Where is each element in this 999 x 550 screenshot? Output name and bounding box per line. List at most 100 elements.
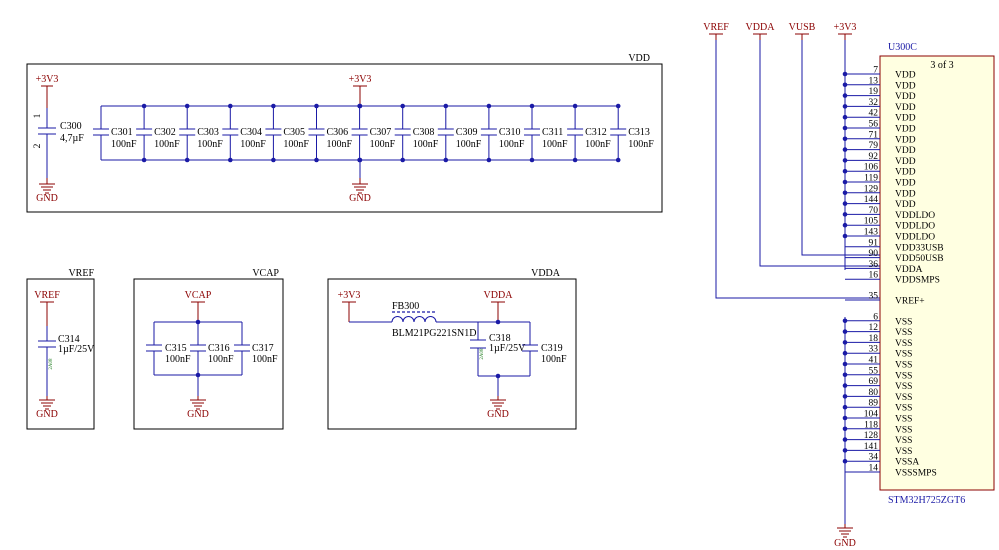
c317-ref: C317 (252, 343, 274, 354)
c314-capacitor: 2A08 C314 1µF/25V (38, 326, 95, 396)
rail-junction (842, 233, 848, 239)
p3v3-junction (357, 103, 363, 109)
pin-number: 41 (869, 356, 879, 366)
cap-ref: C306 (327, 127, 349, 138)
pin-number: 105 (864, 217, 879, 227)
pin-name: VDD50USB (895, 254, 944, 264)
cap-value: 100nF (111, 139, 137, 150)
pin-number: 12 (869, 323, 879, 333)
c315-value: 100nF (165, 354, 191, 365)
c319-ref: C319 (541, 343, 563, 354)
cap-value: 100nF (283, 139, 309, 150)
pin-name: VDD (895, 114, 916, 124)
pin-number: 92 (869, 152, 879, 162)
pin-name: VSS (895, 328, 912, 338)
p3v3-port-vdda (342, 301, 356, 322)
rail-junction (842, 158, 848, 163)
pin-number: 80 (869, 388, 879, 398)
cap-value: 100nF (499, 139, 525, 150)
vdda-cap-plates (470, 339, 538, 352)
rail-junction (842, 93, 848, 98)
pin-name: VSS (895, 436, 912, 446)
bus-junction (228, 157, 233, 163)
pin-number: 56 (869, 120, 879, 130)
cap-ref: C313 (628, 127, 650, 138)
mcu-part-index: 3 of 3 (930, 60, 953, 71)
c318-package: 2A08 (480, 348, 485, 360)
pin-name: VDDA (895, 265, 923, 275)
rail-junction (842, 147, 848, 152)
gnd-junction (357, 157, 363, 163)
gnd-label-vcap: GND (187, 409, 209, 420)
pin-name: VDD (895, 103, 916, 113)
pin-number: 19 (869, 87, 879, 97)
pin-number: 42 (869, 109, 879, 119)
pin-name: VSSA (895, 458, 919, 468)
pin-name: VDD (895, 146, 916, 156)
vdda-junction-bottom (495, 373, 501, 379)
pin-number: 143 (864, 228, 879, 238)
c314-ref: C314 (58, 334, 80, 345)
cap-value: 100nF (628, 139, 654, 150)
c318-ref: C318 (489, 333, 511, 344)
bus-junction (271, 157, 276, 163)
pin-number: 35 (869, 292, 879, 302)
vdda-junction-top (495, 319, 501, 325)
gnd-label-mid: GND (349, 193, 371, 204)
pin-number: 70 (869, 206, 879, 216)
mcu-supply-wires (715, 40, 880, 299)
gnd-symbol-mid (352, 178, 368, 194)
cap-value: 100nF (154, 139, 180, 150)
vdda-sheet: VDDA +3V3 VDDA FB300 BLM21PG221SN1D 2A08… (327, 268, 577, 430)
cap-ref: C305 (283, 127, 305, 138)
rail-junction (842, 114, 848, 120)
vcap-cap-plates (146, 344, 250, 352)
rail-junction (842, 104, 848, 109)
mcu-body (879, 55, 995, 491)
vdda-sheet-title: VDDA (531, 268, 561, 279)
pin-name: VDD (895, 168, 916, 178)
vcap-sheet-title: VCAP (252, 268, 279, 279)
pin-name: VREF+ (895, 297, 925, 307)
pin-name: VDD (895, 71, 916, 81)
p3v3-port-left (41, 85, 53, 108)
vdda-label-top: VDDA (746, 22, 776, 33)
pin-number: 32 (869, 98, 879, 108)
bus-junction (184, 103, 190, 109)
pin-name: VSS (895, 339, 912, 349)
gnd-label-vref: GND (36, 409, 58, 420)
rail-junction (842, 190, 848, 196)
rail-junction (842, 201, 848, 206)
vdda-port-local (491, 301, 505, 322)
rail-junction (842, 125, 848, 131)
pin-name: VSS (895, 371, 912, 381)
pin-number: 16 (869, 271, 879, 281)
rail-junction (842, 168, 848, 174)
pin-number: 13 (869, 76, 879, 86)
c300-ref: C300 (60, 121, 82, 132)
vcap-sheet: VCAP VCAP C315 100nF C316 100nF C317 100… (133, 268, 284, 430)
bus-junction (400, 157, 406, 163)
p3v3-port-mid (353, 85, 367, 106)
fb300-ferrite-bead: FB300 BLM21PG221SN1D (349, 301, 530, 339)
pin-name: VDD (895, 189, 916, 199)
vcap-junction-bottom (195, 372, 201, 378)
gnd-symbol-vref (39, 396, 55, 410)
vref-sheet-title: VREF (68, 268, 94, 279)
pin-name: VSS (895, 317, 912, 327)
